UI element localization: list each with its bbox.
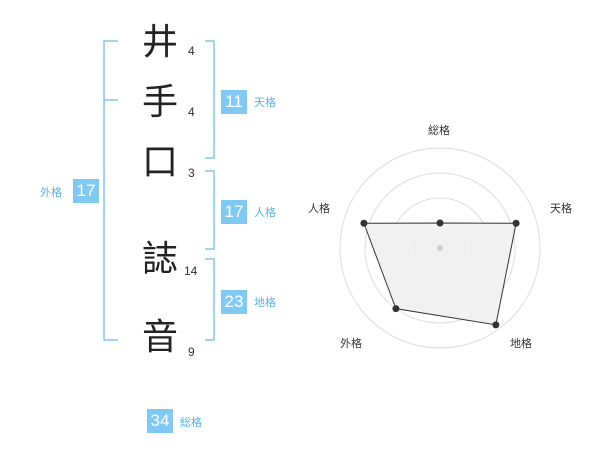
radar-ring xyxy=(364,172,516,324)
gaikaku-label: 外格 xyxy=(40,186,62,199)
name-char-3: 口 xyxy=(141,142,178,183)
radar-point-3 xyxy=(492,321,500,329)
name-char-4: 誌 xyxy=(141,239,178,280)
radar-point-1 xyxy=(436,219,444,227)
radar-axis-label-chikaku: 地格 xyxy=(510,337,532,350)
stroke-count-3: 3 xyxy=(188,166,195,180)
chikaku-badge: 23 xyxy=(221,290,247,314)
stroke-count-2: 4 xyxy=(188,105,195,119)
tenkaku-label: 天格 xyxy=(254,96,276,109)
radar-axis-label-jinkaku: 人格 xyxy=(308,202,330,215)
name-char-5: 音 xyxy=(141,317,178,358)
stroke-count-4: 14 xyxy=(184,264,198,278)
gaikaku-bracket xyxy=(103,40,118,341)
stroke-count-1: 4 xyxy=(188,44,195,58)
tenkaku-bracket xyxy=(205,40,215,159)
jinkaku-badge: 17 xyxy=(221,200,247,224)
name-char-2: 手 xyxy=(141,82,178,123)
chikaku-bracket xyxy=(205,258,215,341)
radar-center-dot xyxy=(437,245,443,251)
stroke-count-5: 9 xyxy=(188,345,195,359)
radar-axis-label-gaikaku: 外格 xyxy=(340,337,362,350)
gaikaku-badge: 17 xyxy=(73,179,99,203)
radar-value-polygon xyxy=(363,222,517,326)
radar-axis-label-tenkaku: 天格 xyxy=(550,202,572,215)
jinkaku-bracket xyxy=(205,170,215,250)
name-char-1: 井 xyxy=(141,22,178,63)
radar-point-2 xyxy=(512,219,520,227)
soukaku-label: 総格 xyxy=(180,416,202,429)
radar-point-5 xyxy=(360,219,368,227)
jinkaku-label: 人格 xyxy=(254,206,276,219)
chikaku-label: 地格 xyxy=(254,296,276,309)
soukaku-badge: 34 xyxy=(147,409,173,433)
tenkaku-badge: 11 xyxy=(221,90,247,114)
radar-point-4 xyxy=(392,305,400,313)
radar-ring xyxy=(339,147,541,349)
radar-axis-label-soukaku: 総格 xyxy=(428,124,450,137)
